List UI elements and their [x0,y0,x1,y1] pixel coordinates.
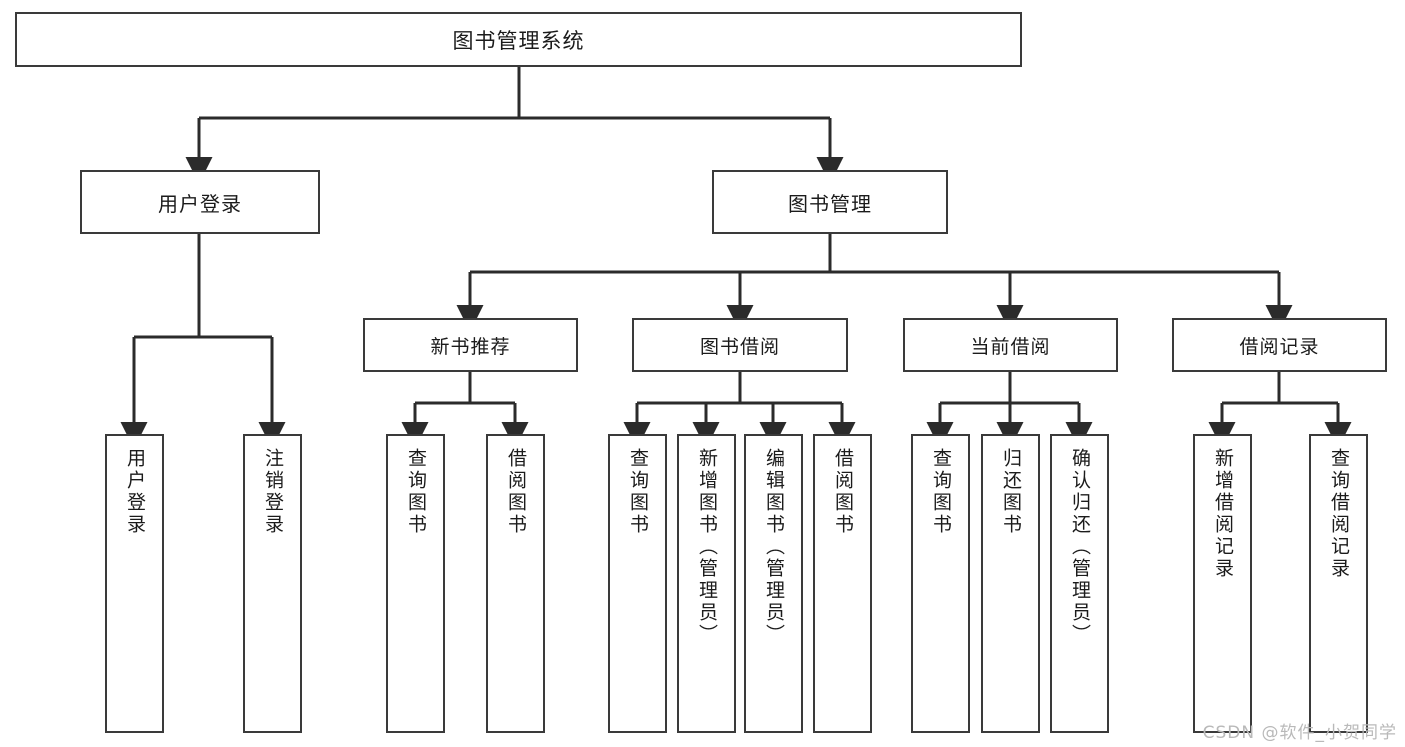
leaf-user-login-login[interactable]: 用户登录 [105,434,164,733]
leaf-label: 查询图书 [627,448,649,536]
leaf-user-login-logout[interactable]: 注销登录 [243,434,302,733]
leaf-label: 新增借阅记录 [1212,448,1234,580]
leaf-new-book-query[interactable]: 查询图书 [386,434,445,733]
leaf-label: 用户登录 [124,448,146,536]
node-new-book-recommend[interactable]: 新书推荐 [363,318,578,372]
node-borrow-record[interactable]: 借阅记录 [1172,318,1387,372]
node-current-borrow-label: 当前借阅 [970,335,1051,358]
node-user-login-label: 用户登录 [158,191,242,216]
node-book-management[interactable]: 图书管理 [712,170,948,234]
leaf-borrow-add-book-admin[interactable]: 新增图书（管理员） [677,434,736,733]
leaf-current-return-book[interactable]: 归还图书 [981,434,1040,733]
leaf-label: 归还图书 [1000,448,1022,536]
leaf-borrow-query-book[interactable]: 查询图书 [608,434,667,733]
node-new-book-recommend-label: 新书推荐 [430,335,511,358]
node-root[interactable]: 图书管理系统 [15,12,1022,67]
node-book-borrow-label: 图书借阅 [699,335,780,358]
leaf-current-query-book[interactable]: 查询图书 [911,434,970,733]
watermark: CSDN @软件_小贺同学 [1202,723,1397,743]
leaf-record-add-record[interactable]: 新增借阅记录 [1193,434,1252,733]
leaf-borrow-borrow-book[interactable]: 借阅图书 [813,434,872,733]
node-current-borrow[interactable]: 当前借阅 [903,318,1118,372]
leaf-label: 借阅图书 [505,448,527,536]
leaf-label: 编辑图书（管理员） [763,448,785,646]
leaf-label: 借阅图书 [832,448,854,536]
leaf-current-confirm-return-admin[interactable]: 确认归还（管理员） [1050,434,1109,733]
node-book-borrow[interactable]: 图书借阅 [632,318,848,372]
node-root-label: 图书管理系统 [452,28,585,53]
leaf-record-query-record[interactable]: 查询借阅记录 [1309,434,1368,733]
node-book-management-label: 图书管理 [788,191,872,216]
leaf-borrow-edit-book-admin[interactable]: 编辑图书（管理员） [744,434,803,733]
leaf-label: 注销登录 [262,448,284,536]
leaf-new-book-borrow[interactable]: 借阅图书 [486,434,545,733]
leaf-label: 查询图书 [930,448,952,536]
leaf-label: 查询借阅记录 [1328,448,1350,580]
leaf-label: 确认归还（管理员） [1069,448,1091,646]
leaf-label: 新增图书（管理员） [696,448,718,646]
leaf-label: 查询图书 [405,448,427,536]
node-borrow-record-label: 借阅记录 [1239,335,1320,358]
node-user-login[interactable]: 用户登录 [80,170,320,234]
